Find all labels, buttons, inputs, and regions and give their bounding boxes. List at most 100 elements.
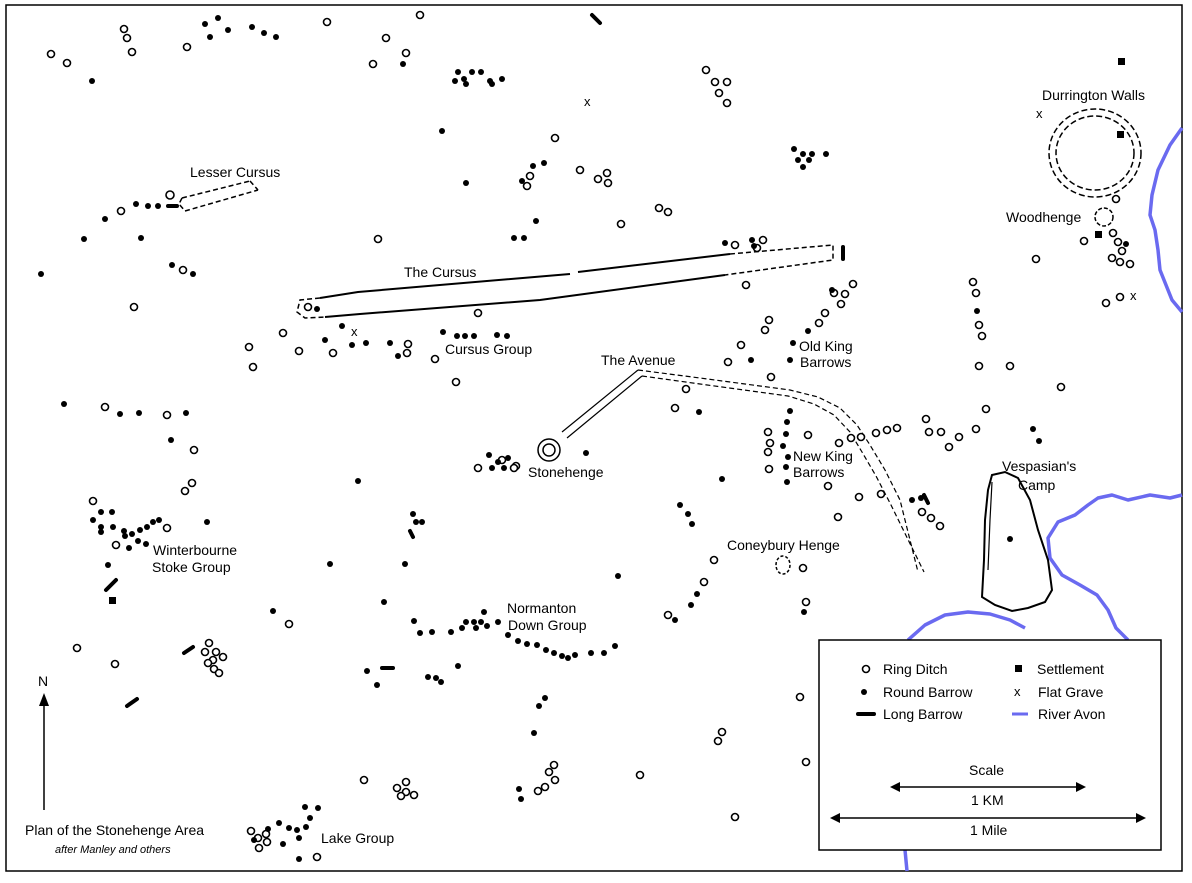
round-barrow — [612, 643, 618, 649]
ring-ditch — [820, 308, 830, 318]
ring-ditch — [415, 10, 425, 20]
round-barrow — [583, 450, 589, 456]
round-barrow — [363, 340, 369, 346]
ring-ditch — [46, 49, 56, 59]
ring-ditch — [204, 638, 214, 648]
round-barrow — [129, 531, 135, 537]
round-barrow — [533, 218, 539, 224]
scale-mile-bar — [830, 813, 1146, 823]
ring-ditch — [713, 736, 723, 746]
ring-ditch — [766, 372, 776, 382]
round-barrow — [473, 625, 479, 631]
ring-ditch — [178, 265, 188, 275]
map-title: Plan of the Stonehenge Area — [25, 822, 204, 838]
label-vespasian-1: Vespasian's — [1002, 458, 1076, 474]
ring-ditch — [396, 791, 406, 801]
round-barrow — [38, 271, 44, 277]
ring-ditch — [848, 279, 858, 289]
label-winterbourne-2: Stoke Group — [152, 559, 231, 575]
round-barrow — [438, 679, 444, 685]
ring-ditch — [974, 320, 984, 330]
round-barrow — [518, 796, 524, 802]
ring-ditch — [254, 843, 264, 853]
round-barrow — [791, 146, 797, 152]
round-barrow — [145, 203, 151, 209]
round-barrow — [168, 437, 174, 443]
ring-ditch — [359, 775, 369, 785]
ring-ditch — [262, 837, 272, 847]
legend-box — [818, 639, 1162, 851]
round-barrow — [751, 243, 757, 249]
round-barrow — [110, 524, 116, 530]
round-barrow — [805, 328, 811, 334]
ring-ditch — [522, 181, 532, 191]
round-barrow — [102, 216, 108, 222]
ring-ditch — [403, 339, 413, 349]
round-barrow — [150, 519, 156, 525]
round-barrow — [448, 629, 454, 635]
ring-ditch — [550, 133, 560, 143]
ring-ditch — [127, 47, 137, 57]
round-barrow — [800, 151, 806, 157]
ring-ditch — [200, 647, 210, 657]
round-barrow — [455, 69, 461, 75]
ring-ditch — [616, 219, 626, 229]
round-barrow — [117, 411, 123, 417]
label-the-cursus: The Cursus — [404, 264, 476, 280]
ring-ditch — [246, 826, 256, 836]
label-normanton-2: Down Group — [508, 617, 587, 633]
round-barrow — [783, 464, 789, 470]
ring-ditch — [1113, 237, 1123, 247]
round-barrow — [471, 619, 477, 625]
round-barrow — [109, 509, 115, 515]
round-barrow — [787, 408, 793, 414]
round-barrow — [215, 15, 221, 21]
round-barrow — [81, 236, 87, 242]
round-barrow — [90, 517, 96, 523]
settlements — [109, 58, 1125, 604]
ring-ditch — [1117, 246, 1127, 256]
round-barrow — [429, 629, 435, 635]
label-durrington-walls: Durrington Walls — [1042, 87, 1145, 103]
legend-ring-ditch: Ring Ditch — [883, 661, 948, 677]
ring-ditch — [328, 348, 338, 358]
round-barrow — [495, 619, 501, 625]
ring-ditch — [509, 463, 519, 473]
round-barrow — [144, 524, 150, 530]
round-barrow — [784, 479, 790, 485]
map-labels: Lesser Cursus The Cursus Cursus Group Th… — [152, 87, 1145, 846]
ring-ditch — [278, 328, 288, 338]
round-barrow — [135, 538, 141, 544]
ring-ditch — [722, 98, 732, 108]
round-barrow — [501, 465, 507, 471]
ring-ditch — [211, 647, 221, 657]
round-barrow — [471, 333, 477, 339]
round-barrow — [156, 517, 162, 523]
round-barrow — [495, 459, 501, 465]
ring-ditch — [549, 760, 559, 770]
label-lesser-cursus: Lesser Cursus — [190, 164, 280, 180]
round-barrow — [499, 76, 505, 82]
ring-ditch — [1125, 259, 1135, 269]
ring-ditch — [765, 438, 775, 448]
the-cursus — [296, 244, 845, 319]
north-label: N — [38, 673, 48, 689]
ring-ditch — [741, 280, 751, 290]
round-barrow — [461, 76, 467, 82]
round-barrow — [296, 856, 302, 862]
ring-ditch — [926, 513, 936, 523]
round-barrow — [543, 647, 549, 653]
ring-ditch — [854, 492, 864, 502]
ring-ditch — [699, 577, 709, 587]
ring-ditch — [954, 432, 964, 442]
ring-ditch — [803, 430, 813, 440]
ring-ditch — [714, 88, 724, 98]
round-barrow — [439, 128, 445, 134]
ring-ditch — [935, 521, 945, 531]
round-barrow — [783, 431, 789, 437]
round-barrow — [677, 502, 683, 508]
round-barrow — [169, 262, 175, 268]
ring-ditch — [368, 59, 378, 69]
stonehenge-monument — [537, 438, 561, 462]
